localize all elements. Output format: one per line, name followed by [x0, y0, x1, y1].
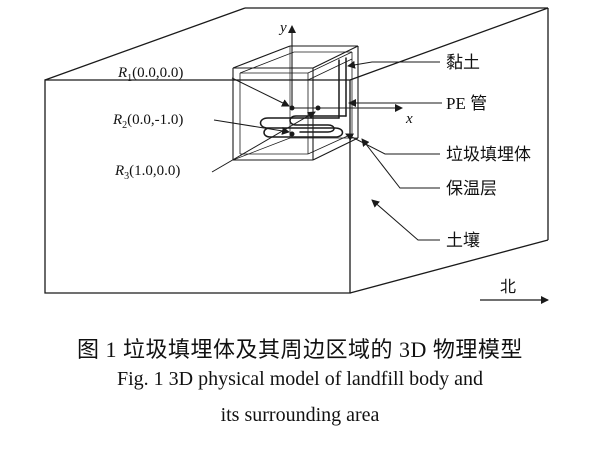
soil-box-edge [349, 239, 549, 294]
landfill-body-box [239, 51, 353, 155]
caption-chinese: 图 1 垃圾填埋体及其周边区域的 3D 物理模型 [77, 337, 523, 362]
label-soil: 土壤 [446, 230, 480, 250]
soil-box [44, 7, 549, 294]
component-leader-lines [345, 60, 442, 241]
landfill-edge [239, 51, 295, 74]
caption-english-line1: Fig. 1 3D physical model of landfill bod… [116, 368, 484, 390]
monitoring-points [289, 105, 321, 137]
label-pe-pipe: PE 管 [446, 94, 487, 113]
insulation-edge [312, 45, 359, 69]
north-label: 北 [500, 278, 516, 296]
landfill-3d-model-diagram: y x R1(0.0,0.0) R2(0.0,-1.0) R3(1.0,0.0) [44, 7, 549, 304]
point-R1-label: R1(0.0,0.0) [117, 65, 183, 84]
landfill-edge [307, 51, 353, 74]
caption-english-line2: its surrounding area [220, 404, 380, 426]
landfill-edge [307, 133, 353, 155]
leader-R2 [213, 119, 290, 135]
point-leader-lines [211, 77, 316, 173]
leader-soil [371, 199, 440, 241]
point-R1-marker [289, 105, 295, 111]
insulation-edge [232, 45, 291, 69]
point-R2-marker [289, 131, 295, 137]
point-R2-label: R2(0.0,-1.0) [112, 112, 183, 131]
insulation-layer-box [232, 45, 359, 161]
coordinate-axes [288, 25, 403, 112]
leader-R3 [211, 111, 316, 173]
label-landfill-body: 垃圾填埋体 [446, 145, 531, 164]
soil-box-edge [349, 7, 549, 81]
leader-R1 [231, 77, 290, 107]
insulation-edge [312, 137, 359, 161]
leader-landfill-body [345, 133, 440, 155]
pe-pipe-coil [259, 117, 344, 138]
label-insulation: 保温层 [446, 179, 497, 198]
leader-insulation [361, 138, 440, 189]
insulation-edge-hidden [232, 137, 291, 161]
clay-layer-line [307, 58, 353, 81]
soil-box-front-face [44, 79, 351, 294]
leader-clay [347, 60, 440, 69]
point-R3-marker [315, 105, 321, 111]
pe-pipe [259, 57, 347, 138]
label-clay: 黏土 [446, 53, 480, 72]
y-axis-label: y [278, 20, 287, 36]
point-R3-label: R3(1.0,0.0) [114, 163, 180, 182]
pe-pipe-coil-inner [289, 115, 347, 133]
x-axis-label: x [405, 111, 413, 127]
soil-box-edge [44, 7, 246, 81]
